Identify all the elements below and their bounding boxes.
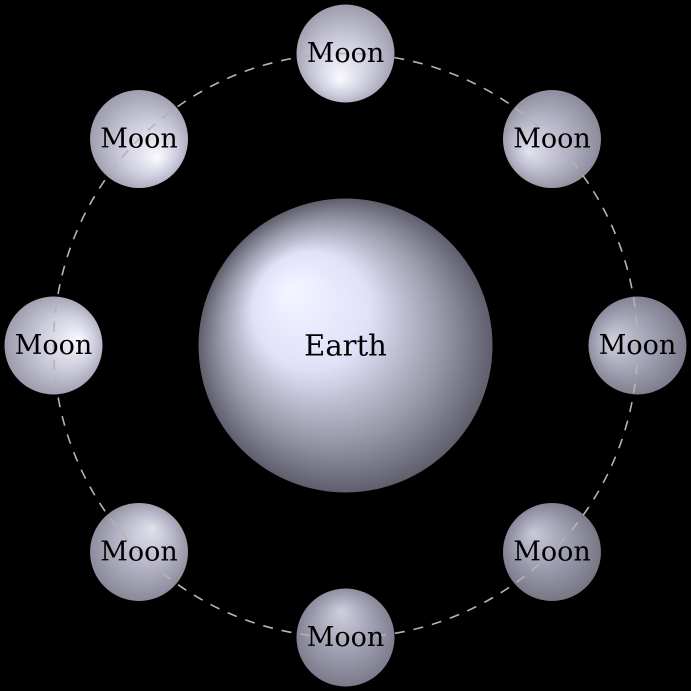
- moon-label: Moon: [599, 330, 677, 361]
- earth-label: Earth: [304, 329, 387, 363]
- moon-label: Moon: [513, 124, 591, 155]
- moon-label: Moon: [100, 124, 178, 155]
- earth-sphere: [198, 198, 493, 493]
- earth: Earth: [198, 198, 493, 493]
- moon-label: Moon: [307, 622, 385, 653]
- moon-label: Moon: [100, 536, 178, 567]
- moon-label: Moon: [307, 38, 385, 69]
- moon-label: Moon: [513, 536, 591, 567]
- moon-label: Moon: [15, 330, 93, 361]
- moon-orbit-path: [52, 52, 639, 639]
